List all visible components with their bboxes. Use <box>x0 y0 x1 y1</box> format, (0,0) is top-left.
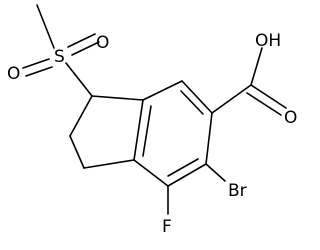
bond-s-o-top-2 <box>71 41 100 56</box>
atom-label-br: Br <box>228 181 247 201</box>
bond-carboxyl-oh <box>250 47 263 86</box>
bond-c2-c3 <box>69 135 85 169</box>
bond-s-o-top-1 <box>67 33 96 48</box>
bond-c6-c5 <box>205 112 213 165</box>
bond-c4-c3a <box>133 159 169 187</box>
bond-c3a-c7a-inner <box>142 105 152 157</box>
bond-s-o-left-2 <box>25 66 53 77</box>
bond-c3a-c7a <box>133 99 144 161</box>
bond-c7-c6-inner <box>180 90 204 115</box>
bond-c3-c3a <box>83 159 135 169</box>
chemical-structure-drawing: OH O Br F S O O <box>7 4 298 237</box>
bond-c5-c4 <box>167 163 207 187</box>
bond-c1-c2 <box>69 95 93 137</box>
atom-label-o-carbonyl: O <box>284 108 297 128</box>
atom-label-o-sulfonyl-top: O <box>96 33 109 53</box>
bond-carboxyl-o-2 <box>246 92 282 116</box>
bond-s-o-left-1 <box>22 58 50 69</box>
bond-c5-br <box>205 163 226 182</box>
bond-c6-carboxyl <box>211 84 252 114</box>
atom-label-oh: OH <box>255 31 281 51</box>
atom-label-f: F <box>162 217 172 237</box>
atom-label-s: S <box>54 47 65 67</box>
atom-label-o-sulfonyl-left: O <box>7 64 20 84</box>
molecule-svg: OH O Br F S O O <box>7 4 297 237</box>
bond-c7a-c1 <box>91 95 144 101</box>
bond-carboxyl-o-1 <box>250 84 287 109</box>
bond-s-methyl <box>36 4 55 49</box>
bond-c7-c6 <box>181 80 213 114</box>
bond-c7a-c7 <box>142 80 183 101</box>
bond-c5-c4-inner <box>167 158 199 177</box>
bond-c1-s <box>65 62 93 97</box>
